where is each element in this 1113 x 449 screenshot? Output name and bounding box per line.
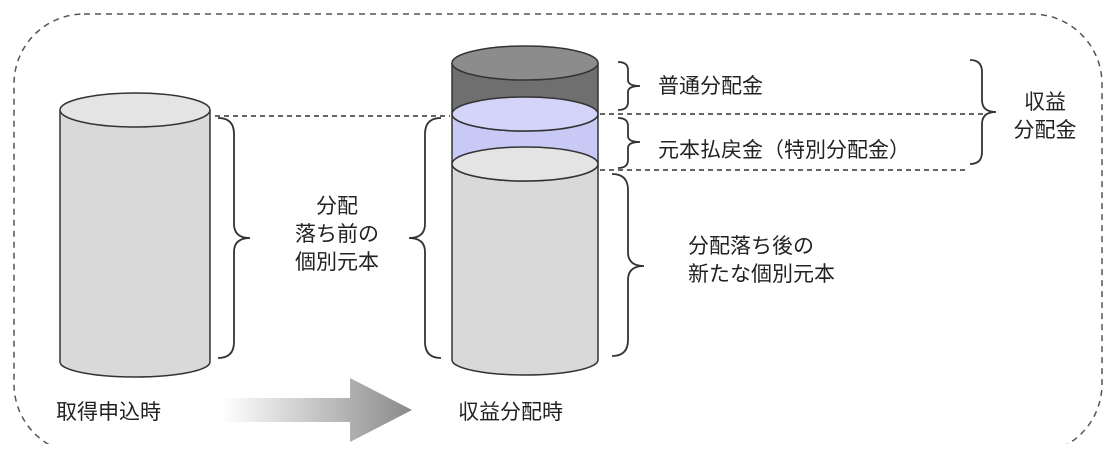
before-state-label: 取得申込時	[56, 400, 161, 424]
cylinder-after	[451, 45, 599, 376]
cylinder-before	[59, 92, 211, 378]
right-arrow-icon	[222, 378, 412, 442]
ordinary-distribution-label: 普通分配金	[658, 74, 763, 98]
income-distribution-label: 収益 分配金	[1013, 90, 1077, 142]
dashed-connectors	[215, 113, 985, 171]
brace-principal-before	[217, 117, 251, 359]
brace-principal-after	[611, 173, 645, 357]
brace-ordinary-distribution	[617, 61, 641, 111]
brace-principal-refund	[617, 117, 641, 169]
principal-after-label: 分配落ち後の 新たな個別元本	[688, 234, 835, 286]
outer-dashed-frame	[13, 13, 1103, 449]
brace-principal-before-left	[408, 117, 442, 359]
after-state-label: 収益分配時	[458, 400, 563, 424]
segment-principal-after	[451, 164, 599, 376]
brace-income-distribution	[969, 59, 997, 165]
principal-before-label: 分配 落ち前の 個別元本	[295, 194, 379, 274]
principal-refund-label: 元本払戻金（特別分配金）	[658, 138, 910, 162]
